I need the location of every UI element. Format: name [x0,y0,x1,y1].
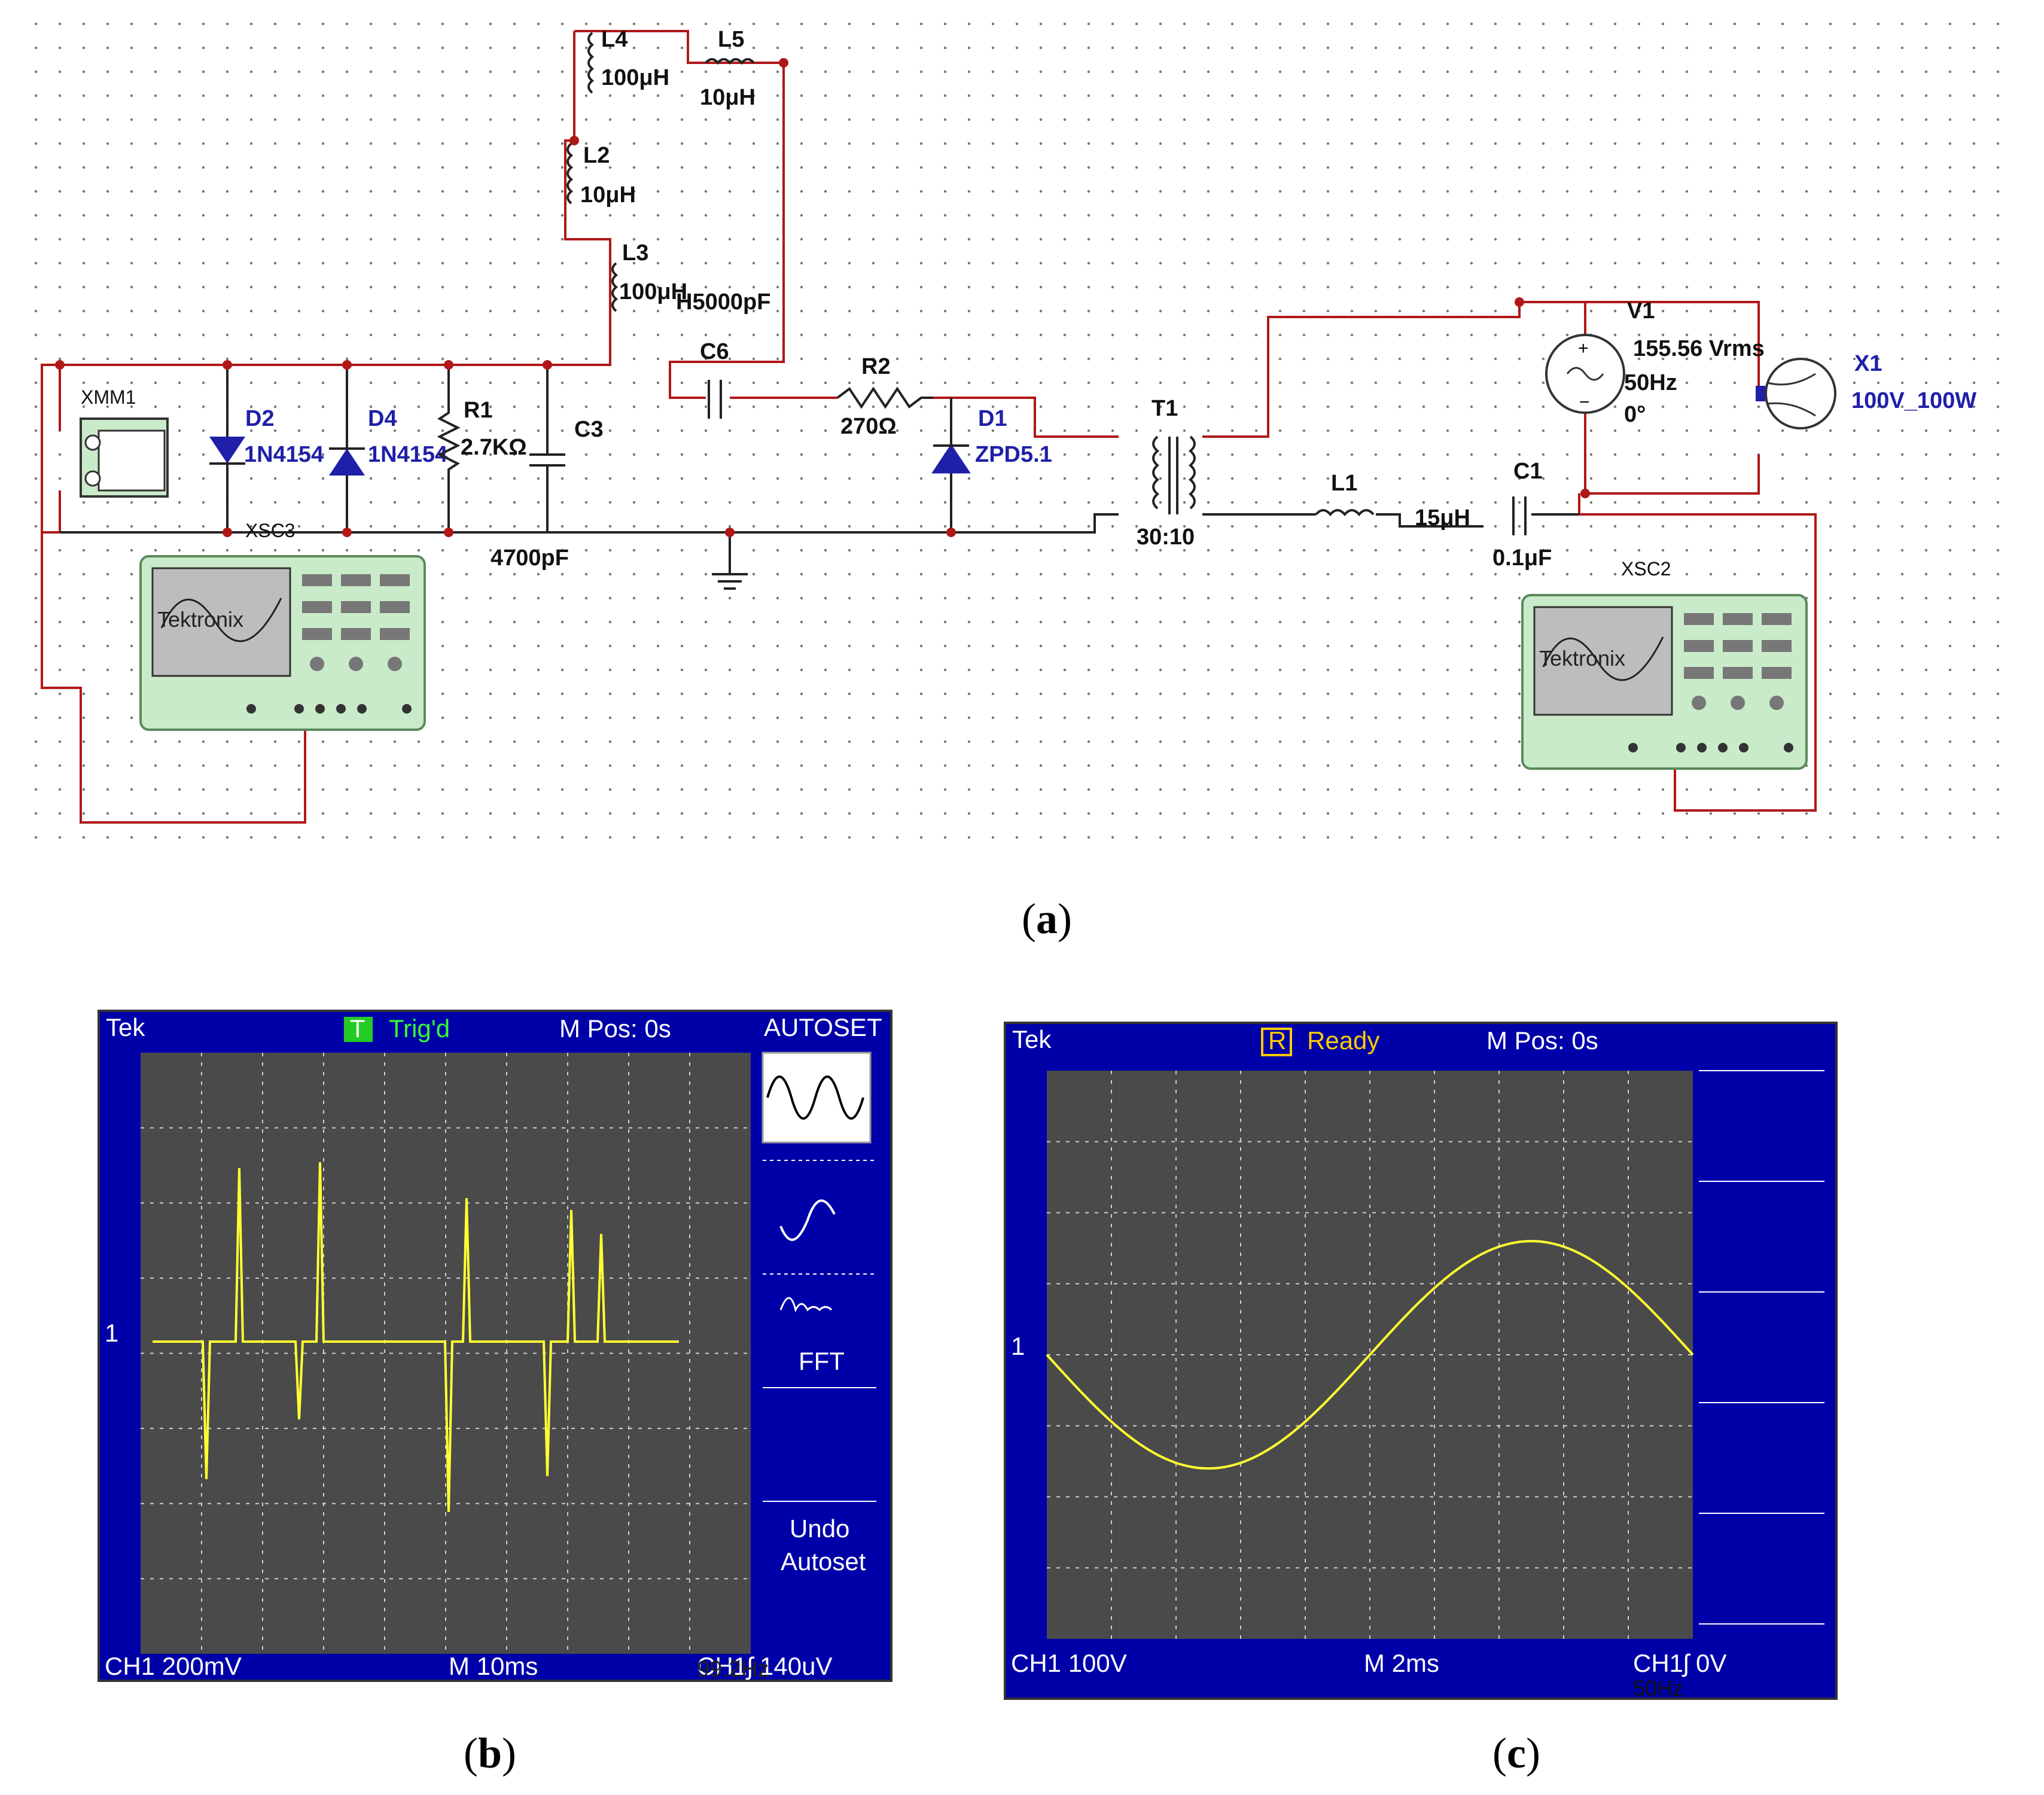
scope-b-grid [141,1053,751,1654]
label-V1-phase: 0° [1624,402,1646,427]
resistor-R2 [836,386,933,409]
diode-D2 [209,365,245,532]
diode-D4 [329,365,365,532]
tek-logo: Tektronix [157,607,243,632]
scope-b-menu-title: AUTOSET [764,1013,882,1041]
label-C3-value: 4700pF [491,545,569,571]
label-L2-name: L2 [583,143,610,168]
scope-c-brand: Tek [1012,1025,1052,1053]
multimeter-XMM1 [80,417,169,498]
label-D2-value: 1N4154 [244,442,324,467]
scope-c-channel-marker: 1 [1011,1332,1025,1360]
workspace-dot-grid [34,22,2000,839]
svg-text:+: + [1578,339,1589,358]
label-L3-value: 100μH [619,279,687,304]
scope-c-timebase: M 2ms [1364,1649,1439,1677]
label-C1-name: C1 [1513,459,1543,484]
label-L1-value: 15μH [1415,505,1470,531]
label-L2-value: 10μH [580,182,636,208]
scope-b-trace [153,1162,679,1513]
label-V1-amplitude: 155.56 Vrms [1633,336,1765,361]
capacitor-C6 [708,380,722,419]
zener-diode-D1 [931,398,971,532]
schematic-panel: L4 100μH L5 10μH L2 10μH L3 100μH H5000p… [34,22,2000,943]
caption-b: (b) [464,1729,516,1777]
scope-b-trig-badge: T [350,1014,365,1043]
ac-source-V1: + − [1545,334,1625,414]
transformer-T1 [1152,435,1196,514]
label-D4-name: D4 [368,406,397,431]
label-D2-name: D2 [245,406,275,431]
scope-screen-c: Tek R Ready M Pos: 0s 1 CH1 100V M 2ms C… [1004,1022,1838,1700]
lamp-X1 [1756,358,1836,429]
capacitor-C1 [1512,496,1527,535]
label-D1-name: D1 [978,406,1007,431]
label-R2-name: R2 [861,354,891,379]
svg-text:−: − [1579,392,1590,412]
label-D4-value: 1N4154 [368,442,447,467]
label-L3-name: L3 [622,240,648,266]
scope-b-trig-status: Trig'd [389,1014,450,1043]
junction-dots [55,58,1590,537]
label-C3-name: C3 [574,417,604,442]
oscilloscope-XSC3: Tektronix [139,555,426,731]
scope-b-trigger: CH1ʃ 140uV [697,1652,832,1680]
resistor-R1 [437,365,461,532]
scope-c-trig-badge: R [1268,1026,1286,1055]
label-L4-value: 100μH [601,65,669,90]
label-R1-value: 2.7KΩ [461,435,527,460]
label-L5-value: 10μH [700,85,756,110]
label-L5-name: L5 [718,27,744,52]
label-XMM1: XMM1 [81,386,136,408]
label-R2-value: 270Ω [840,414,897,439]
scope-b-undo-2: Autoset [781,1547,866,1575]
label-XSC2: XSC2 [1621,558,1671,580]
label-XSC3: XSC3 [245,520,296,541]
label-C1-value: 0.1μF [1492,545,1552,571]
label-X1-value: 100V_100W [1851,388,1976,413]
caption-a: (a) [1022,895,1072,943]
inductor-L1 [1315,509,1375,517]
scope-b-freq: 99.2Hz [697,1657,769,1682]
label-C6-name: C6 [700,339,729,364]
label-C5-overlap: H5000pF [676,289,770,315]
scope-b-fft: FFT [799,1347,845,1375]
inductor-L2 [566,142,574,205]
capacitor-C3 [529,365,565,532]
label-T1-ratio: 30:10 [1137,525,1195,550]
scope-b-undo-1: Undo [790,1514,849,1543]
ground-symbol [712,532,748,590]
scope-screen-b: Tek T Trig'd M Pos: 0s AUTOSET 1 FFT Und… [98,1010,892,1682]
scope-b-brand: Tek [106,1013,145,1041]
scope-c-mpos: M Pos: 0s [1486,1026,1598,1055]
scope-b-mpos: M Pos: 0s [559,1014,671,1043]
scope-b-ch-scale: CH1 200mV [105,1652,242,1680]
inductor-L4 [587,32,595,94]
label-V1-name: V1 [1627,298,1655,324]
scope-c-grid [1047,1071,1693,1639]
label-L4-name: L4 [601,27,627,52]
component-labels: L4 100μH L5 10μH L2 10μH L3 100μH H5000p… [81,27,1976,580]
scope-c-trigger: CH1ʃ 0V [1633,1649,1726,1677]
tek-logo: Tektronix [1539,646,1625,671]
scope-b-timebase: M 10ms [449,1652,538,1680]
inductor-L5 [705,58,755,65]
oscilloscope-XSC2: Tektronix [1521,594,1808,770]
scope-c-trace [1046,1239,1694,1470]
label-X1-name: X1 [1854,351,1882,376]
caption-c: (c) [1492,1729,1540,1777]
scope-c-trig-status: Ready [1307,1026,1379,1055]
scope-b-channel-marker: 1 [105,1319,118,1347]
inductor-L3 [611,262,619,312]
label-T1-name: T1 [1152,396,1178,421]
label-L1-name: L1 [1331,471,1357,496]
label-V1-freq: 50Hz [1624,370,1677,395]
label-R1-name: R1 [464,398,493,423]
scope-c-ch-scale: CH1 100V [1011,1649,1127,1677]
label-D1-value: ZPD5.1 [975,442,1052,467]
scope-c-freq: 50Hz [1633,1676,1683,1700]
